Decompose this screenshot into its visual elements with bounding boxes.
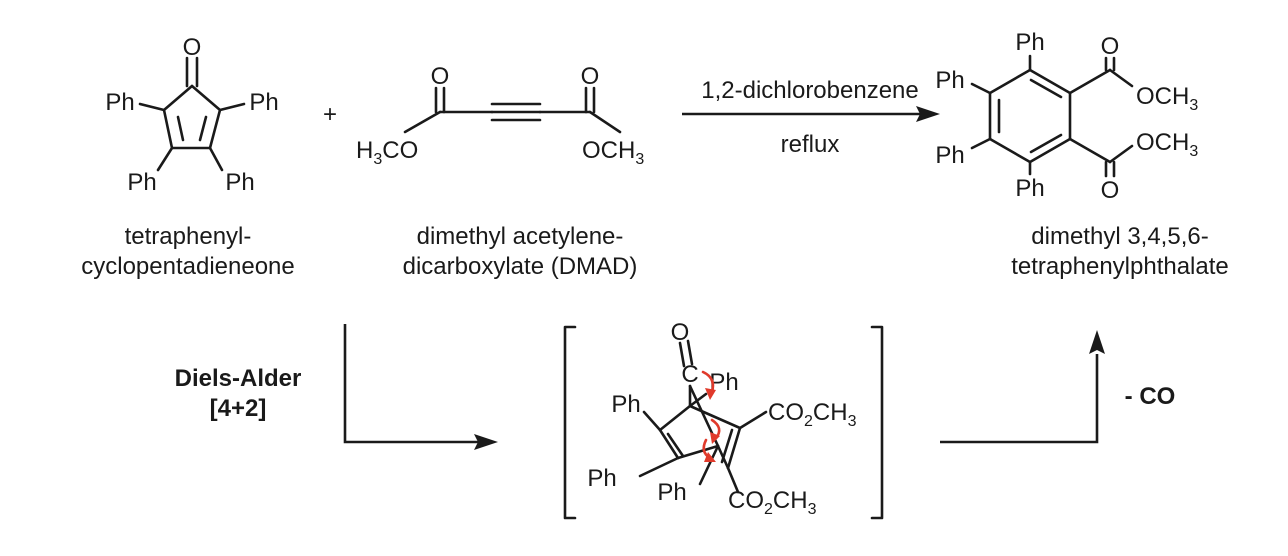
plus-sign: + — [323, 101, 337, 128]
phenyl-label: Ph — [587, 465, 616, 492]
condition-label: reflux — [781, 131, 840, 158]
solvent-label: 1,2-dichlorobenzene — [701, 77, 919, 104]
phenyl-label: Ph — [1015, 29, 1044, 56]
phenyl-label: Ph — [127, 169, 156, 196]
decarbonylation-arrow — [940, 330, 1105, 444]
bridge-carbonyl-oxygen-label: O — [671, 319, 690, 346]
ester-oxygen-label: O — [1101, 33, 1120, 60]
product-name-line2: tetraphenylphthalate — [1011, 253, 1229, 280]
intermediate-right-bracket — [870, 325, 884, 520]
carbonyl-oxygen-label: O — [183, 34, 202, 61]
dienophile-name-line2: dicarboxylate (DMAD) — [403, 253, 638, 280]
phenyl-label: Ph — [935, 67, 964, 94]
phenyl-label: Ph — [225, 169, 254, 196]
tetraphenylcyclopentadienone-structure — [138, 56, 246, 172]
phenyl-label: Ph — [105, 89, 134, 116]
bridge-carbon-label: C — [681, 361, 698, 388]
reaction-arrow — [682, 106, 940, 122]
phenyl-label: Ph — [657, 479, 686, 506]
cycloaddition-label: [4+2] — [210, 395, 267, 422]
bicyclic-intermediate-structure — [638, 339, 768, 494]
electron-pushing-arrows — [701, 370, 721, 462]
diene-name-line2: cyclopentadieneone — [81, 253, 295, 280]
product-name-line1: dimethyl 3,4,5,6- — [1031, 223, 1208, 250]
diene-name-line1: tetraphenyl- — [125, 223, 252, 250]
phenyl-label: Ph — [935, 142, 964, 169]
diels-alder-label: Diels-Alder — [175, 365, 302, 392]
diels-alder-arrow — [343, 324, 498, 450]
ester-oxygen-label: O — [1101, 177, 1120, 204]
phenyl-label: Ph — [249, 89, 278, 116]
methoxy-label-lower: OCH3 — [1136, 129, 1198, 160]
ester-oxygen-label: O — [431, 63, 450, 90]
methoxy-label-left: H3CO — [356, 137, 418, 168]
methoxy-label-upper: OCH3 — [1136, 83, 1198, 114]
phenyl-label: Ph — [1015, 175, 1044, 202]
methoxy-label-right: OCH3 — [582, 137, 644, 168]
tetraphenylphthalate-structure — [970, 54, 1134, 178]
intermediate-left-bracket — [563, 325, 577, 520]
ester-label-upper: CO2CH3 — [768, 399, 857, 430]
decarbonylation-label: - CO — [1125, 383, 1176, 410]
ester-oxygen-label: O — [581, 63, 600, 90]
ester-label-lower: CO2CH3 — [728, 487, 817, 518]
phenyl-label: Ph — [611, 391, 640, 418]
dienophile-name-line1: dimethyl acetylene- — [417, 223, 624, 250]
dmad-structure — [403, 86, 622, 134]
